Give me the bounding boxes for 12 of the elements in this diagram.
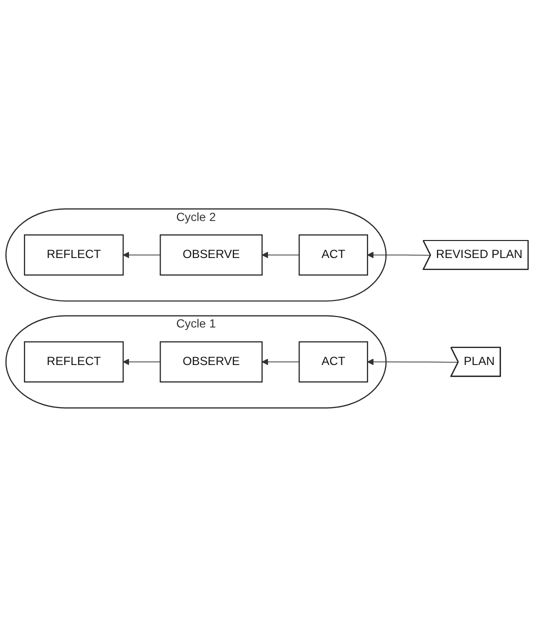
- node-box: REFLECT: [24, 341, 124, 383]
- node-box: REFLECT: [24, 234, 124, 276]
- node-box: OBSERVE: [160, 341, 263, 383]
- arrow: [122, 252, 161, 258]
- node-box: OBSERVE: [160, 234, 263, 276]
- arrow: [367, 252, 432, 258]
- node-box: ACT: [298, 234, 368, 276]
- arrow: [122, 358, 161, 366]
- arrow: [262, 358, 300, 366]
- node-box: ACT: [298, 341, 368, 383]
- arrow: [262, 252, 300, 258]
- arrow: [367, 358, 459, 366]
